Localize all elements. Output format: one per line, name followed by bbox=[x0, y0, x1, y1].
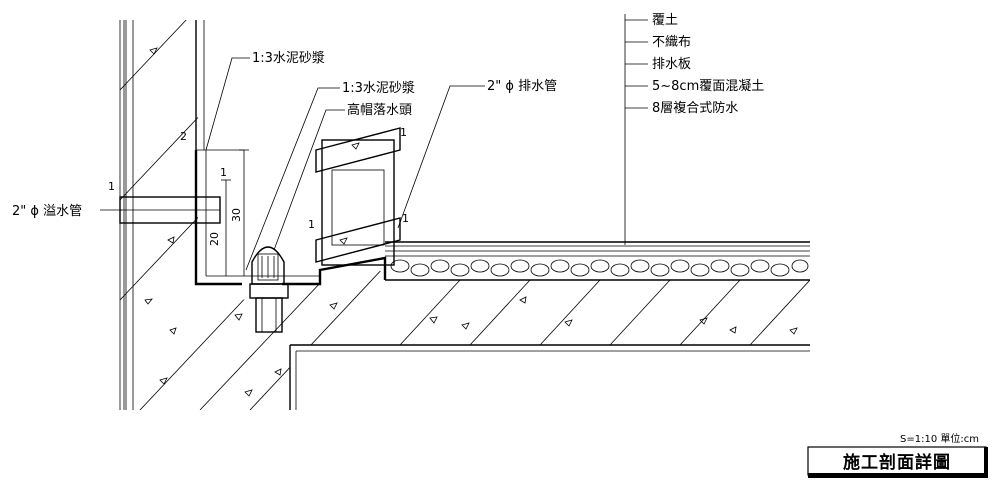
mortar-label-mid: 1:3水泥砂漿 bbox=[342, 81, 415, 96]
dim-2: 2 bbox=[180, 130, 187, 143]
dim-1: 1 bbox=[400, 126, 407, 139]
concrete-structure bbox=[119, 20, 810, 410]
dim-1: 1 bbox=[220, 166, 227, 179]
overflow-pipe bbox=[119, 196, 221, 224]
scale-note: S=1:10 單位:cm bbox=[900, 432, 979, 445]
layer-label: 8層複合式防水 bbox=[652, 100, 738, 116]
dim-20: 20 bbox=[208, 232, 221, 246]
dim-1: 1 bbox=[308, 218, 315, 231]
dim-1: 1 bbox=[402, 212, 409, 225]
dim-30: 30 bbox=[230, 208, 243, 222]
dim-1: 1 bbox=[108, 180, 115, 193]
mortar-label-top: 1:3水泥砂漿 bbox=[252, 51, 325, 66]
layer-label: 不織布 bbox=[652, 35, 691, 50]
title-block: 施工剖面詳圖 bbox=[807, 446, 988, 478]
high-cap-drain-label: 高帽落水頭 bbox=[347, 102, 412, 118]
drain-pipe-label: 2" ɸ 排水管 bbox=[487, 79, 557, 94]
drawing-title: 施工剖面詳圖 bbox=[843, 452, 951, 473]
layer-label: 5~8cm覆面混凝土 bbox=[652, 78, 764, 94]
leader-lines bbox=[100, 14, 648, 271]
layer-label: 排水板 bbox=[652, 57, 691, 72]
layer-label: 覆土 bbox=[652, 13, 678, 28]
overflow-pipe-label: 2" ɸ 溢水管 bbox=[12, 204, 82, 219]
drain-pipe bbox=[315, 127, 401, 266]
roof-layers bbox=[385, 241, 810, 277]
dimension-lines bbox=[221, 149, 249, 276]
high-cap-drain bbox=[249, 246, 289, 333]
